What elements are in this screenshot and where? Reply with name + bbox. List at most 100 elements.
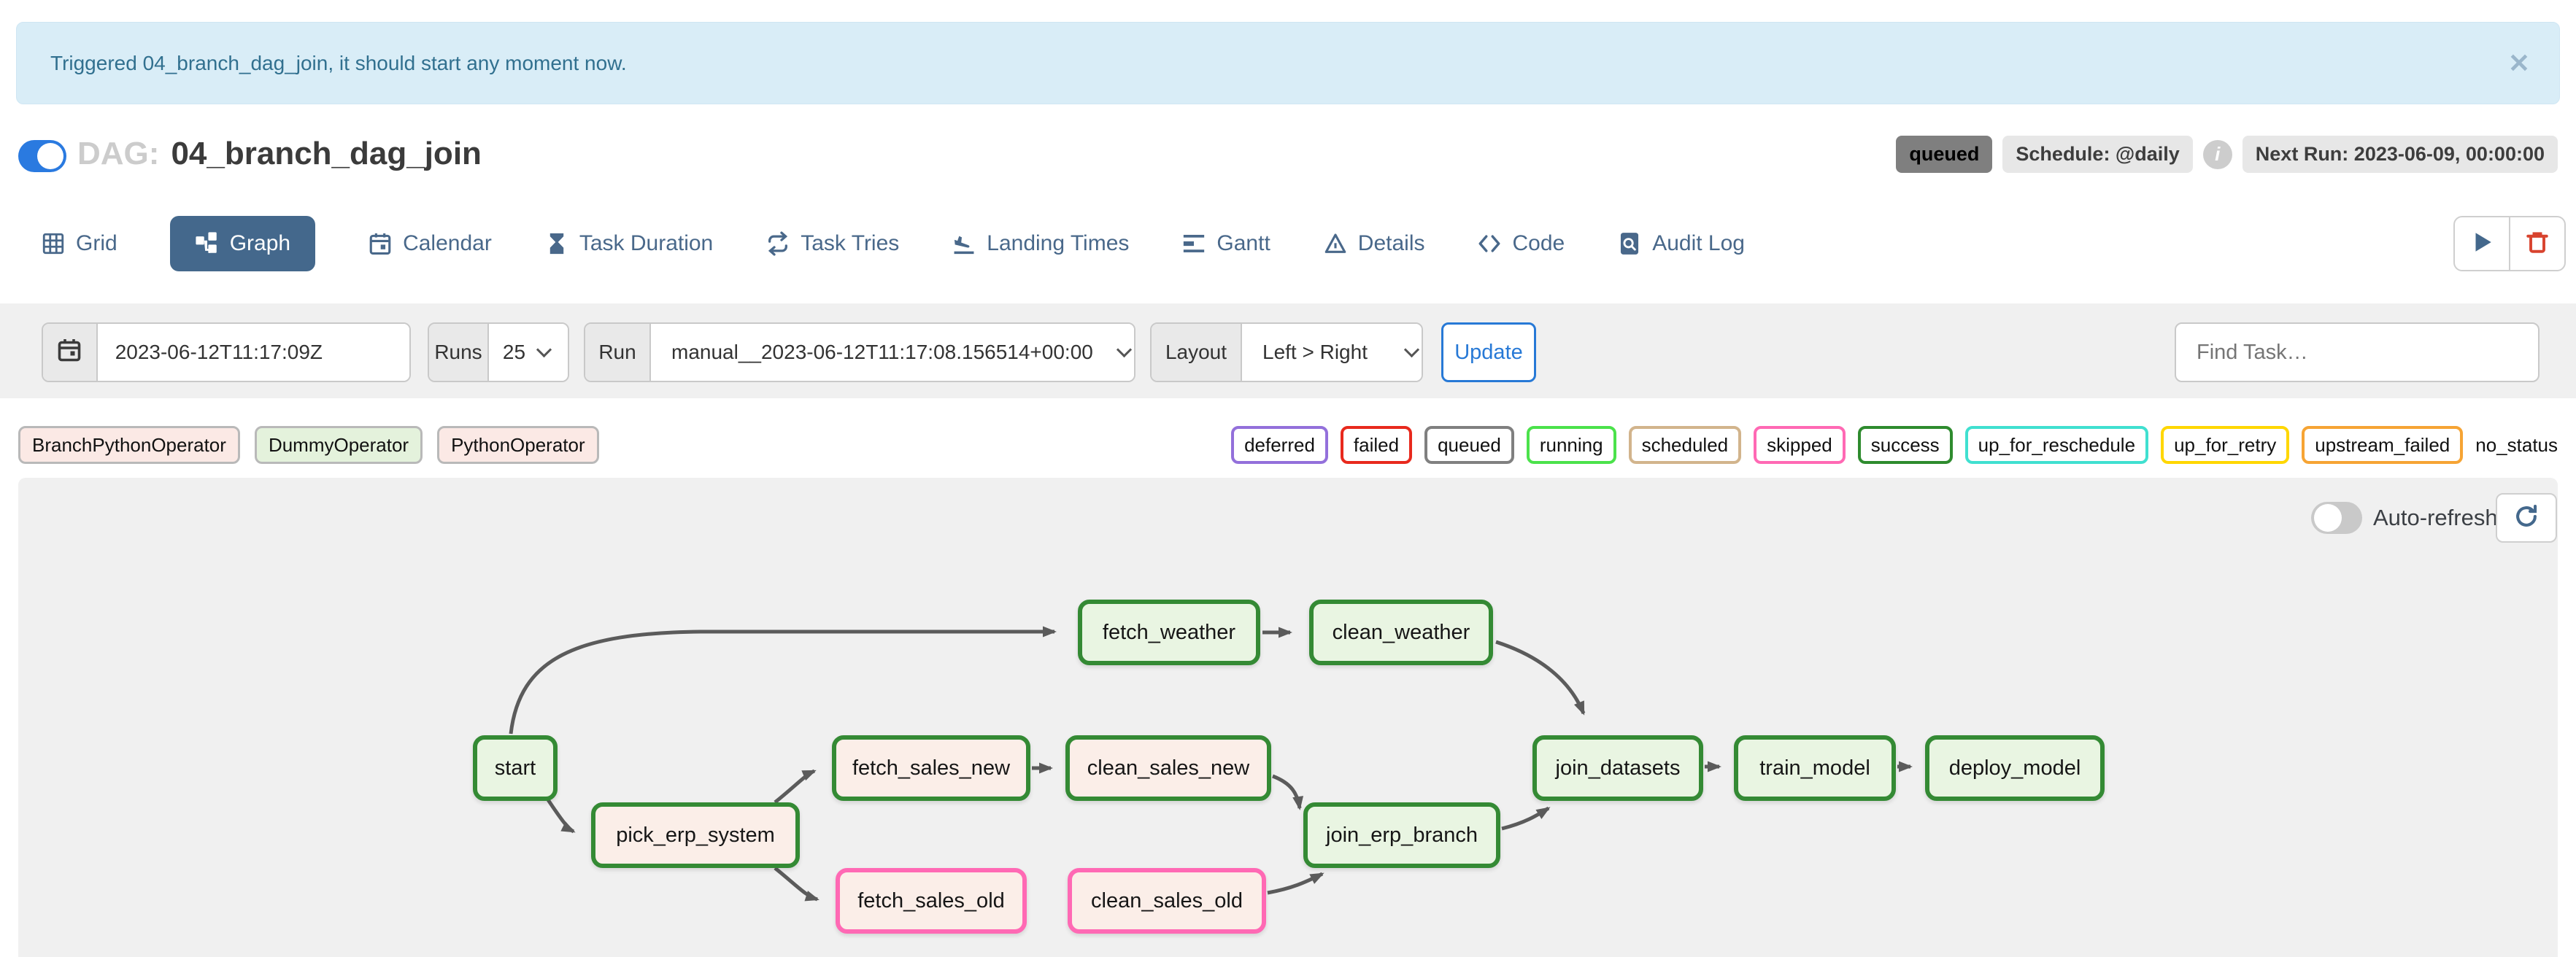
task-node-deploy_model[interactable]: deploy_model bbox=[1925, 735, 2105, 801]
tab-label: Code bbox=[1512, 231, 1565, 255]
tab-audit-log[interactable]: Audit Log bbox=[1617, 216, 1745, 271]
base-date-input[interactable] bbox=[97, 324, 409, 381]
operator-legend-badge: DummyOperator bbox=[254, 426, 423, 464]
repeat-icon bbox=[766, 231, 790, 256]
header-badges: queued Schedule: @daily i Next Run: 2023… bbox=[1896, 136, 2558, 173]
task-node-start[interactable]: start bbox=[473, 735, 558, 801]
page-title: 04_branch_dag_join bbox=[171, 136, 482, 171]
tab-calendar[interactable]: Calendar bbox=[368, 216, 492, 271]
dag-title-row: DAG: 04_branch_dag_join bbox=[77, 136, 482, 172]
tab-label: Audit Log bbox=[1652, 231, 1745, 255]
status-legend-badge: skipped bbox=[1754, 426, 1846, 464]
next-run-badge: Next Run: 2023-06-09, 00:00:00 bbox=[2242, 136, 2558, 173]
calendar-icon bbox=[368, 231, 393, 256]
graph-filter-bar: Runs 25 Run manual__2023-06-12T11:17:08.… bbox=[0, 303, 2576, 398]
run-group: Run manual__2023-06-12T11:17:08.156514+0… bbox=[584, 322, 1135, 382]
tab-landing-times[interactable]: Landing Times bbox=[952, 216, 1129, 271]
refresh-button[interactable] bbox=[2496, 493, 2557, 543]
status-legend-badge: up_for_reschedule bbox=[1964, 426, 2149, 464]
task-node-fetch_weather[interactable]: fetch_weather bbox=[1078, 600, 1260, 665]
tab-label: Task Duration bbox=[579, 231, 714, 255]
toggle-knob bbox=[2314, 504, 2342, 532]
task-node-label: clean_sales_new bbox=[1087, 756, 1250, 780]
status-legend-badge: upstream_failed bbox=[2302, 426, 2464, 464]
status-legend-badge: queued bbox=[1424, 426, 1514, 464]
auto-refresh-toggle[interactable] bbox=[2311, 502, 2362, 534]
trash-icon bbox=[2524, 229, 2550, 259]
dag-actions-group bbox=[2453, 216, 2566, 271]
layout-select[interactable]: Left > Right bbox=[1242, 324, 1422, 381]
task-node-label: fetch_weather bbox=[1102, 620, 1236, 644]
operator-legend-badge: PythonOperator bbox=[437, 426, 599, 464]
task-node-join_erp_branch[interactable]: join_erp_branch bbox=[1303, 802, 1500, 868]
refresh-icon bbox=[2513, 503, 2540, 534]
layout-value: Left > Right bbox=[1262, 341, 1368, 363]
dag-pause-toggle[interactable] bbox=[18, 140, 66, 172]
task-node-clean_weather[interactable]: clean_weather bbox=[1309, 600, 1493, 665]
chevron-down-icon bbox=[1403, 341, 1420, 357]
tab-label: Calendar bbox=[403, 231, 492, 255]
tab-gantt[interactable]: Gantt bbox=[1181, 216, 1270, 271]
chevron-down-icon bbox=[536, 341, 552, 357]
view-tabs: Grid Graph Calendar Task Duration Task Tries… bbox=[41, 216, 1745, 271]
chevron-down-icon bbox=[1116, 341, 1133, 357]
runs-select[interactable]: 25 bbox=[489, 324, 568, 381]
task-node-label: pick_erp_system bbox=[616, 823, 775, 847]
schedule-badge: Schedule: @daily bbox=[2002, 136, 2193, 173]
tab-task-duration[interactable]: Task Duration bbox=[544, 216, 713, 271]
close-icon[interactable]: ✕ bbox=[2507, 47, 2530, 78]
layout-label: Layout bbox=[1152, 324, 1242, 381]
run-select[interactable]: manual__2023-06-12T11:17:08.156514+00:00 bbox=[651, 324, 1134, 381]
tab-label: Details bbox=[1357, 231, 1425, 255]
run-value: manual__2023-06-12T11:17:08.156514+00:00 bbox=[671, 341, 1093, 363]
status-legend-badge: no_status bbox=[2475, 433, 2558, 456]
layout-group: Layout Left > Right bbox=[1150, 322, 1423, 382]
delete-dag-button[interactable] bbox=[2509, 217, 2564, 270]
tab-code[interactable]: Code bbox=[1477, 216, 1565, 271]
tab-label: Task Tries bbox=[801, 231, 900, 255]
auto-refresh-label: Auto-refresh bbox=[2373, 505, 2498, 530]
task-node-pick_erp_system[interactable]: pick_erp_system bbox=[591, 802, 800, 868]
task-node-label: deploy_model bbox=[1948, 756, 2081, 780]
task-node-label: join_erp_branch bbox=[1326, 823, 1478, 847]
runs-group: Runs 25 bbox=[428, 322, 569, 382]
runs-label: Runs bbox=[429, 324, 489, 381]
tab-grid[interactable]: Grid bbox=[41, 216, 117, 271]
trigger-notification-banner: Triggered 04_branch_dag_join, it should … bbox=[16, 22, 2560, 104]
toggle-knob bbox=[37, 143, 63, 169]
hourglass-icon bbox=[544, 231, 569, 256]
tab-graph[interactable]: Graph bbox=[169, 216, 316, 271]
task-node-train_model[interactable]: train_model bbox=[1734, 735, 1896, 801]
task-node-clean_sales_old[interactable]: clean_sales_old bbox=[1068, 868, 1266, 934]
task-node-join_datasets[interactable]: join_datasets bbox=[1532, 735, 1703, 801]
code-icon bbox=[1477, 231, 1502, 256]
dag-graph-panel bbox=[18, 478, 2558, 957]
tab-label: Grid bbox=[76, 231, 117, 255]
tab-label: Gantt bbox=[1216, 231, 1270, 255]
status-legend-badge: scheduled bbox=[1628, 426, 1742, 464]
gantt-icon bbox=[1181, 231, 1206, 256]
task-node-fetch_sales_old[interactable]: fetch_sales_old bbox=[836, 868, 1027, 934]
audit-log-icon bbox=[1617, 231, 1642, 256]
task-node-label: clean_sales_old bbox=[1091, 888, 1243, 913]
info-icon: i bbox=[2202, 139, 2232, 169]
task-node-clean_sales_new[interactable]: clean_sales_new bbox=[1065, 735, 1271, 801]
run-state-badge: queued bbox=[1896, 136, 1993, 173]
task-node-label: fetch_sales_old bbox=[857, 888, 1005, 913]
runs-value: 25 bbox=[502, 341, 526, 363]
task-node-fetch_sales_new[interactable]: fetch_sales_new bbox=[832, 735, 1030, 801]
status-legend-badge: deferred bbox=[1231, 426, 1328, 464]
calendar-button[interactable] bbox=[43, 324, 98, 381]
trigger-dag-button[interactable] bbox=[2455, 217, 2509, 270]
status-legend-badge: success bbox=[1857, 426, 1953, 464]
tab-task-tries[interactable]: Task Tries bbox=[766, 216, 899, 271]
task-node-label: join_datasets bbox=[1555, 756, 1681, 780]
update-button[interactable]: Update bbox=[1441, 322, 1536, 382]
status-legend-badge: running bbox=[1526, 426, 1616, 464]
task-node-label: clean_weather bbox=[1332, 620, 1470, 644]
tab-details[interactable]: Details bbox=[1323, 216, 1425, 271]
find-task-input[interactable] bbox=[2175, 322, 2540, 382]
run-label: Run bbox=[585, 324, 651, 381]
base-date-group bbox=[42, 322, 411, 382]
